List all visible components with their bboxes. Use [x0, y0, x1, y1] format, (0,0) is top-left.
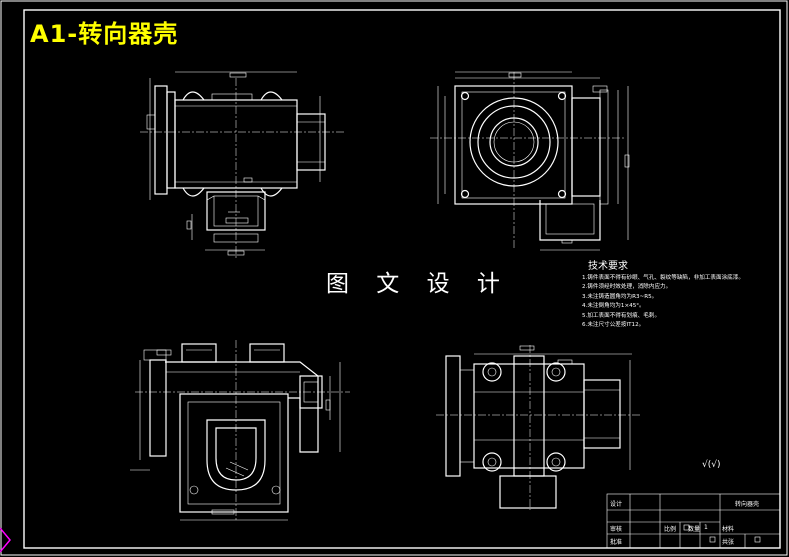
roughness-symbol: √(√) — [702, 460, 721, 470]
qty-value: 1 — [704, 524, 708, 531]
material-label: 材料 — [722, 526, 735, 533]
part-name: 转向器壳 — [735, 501, 760, 508]
title-block-grid — [606, 493, 781, 549]
top-view — [130, 340, 350, 521]
tech-requirement-item: 3.未注铸造圆角均为R3~R5。 — [582, 293, 658, 300]
tech-requirement-item: 6.未注尺寸公差按IT12。 — [582, 322, 645, 328]
inner-frame — [23, 9, 781, 549]
checked-label: 审核 — [610, 526, 623, 533]
tech-requirement-item: 4.未注倒角均为1×45°。 — [582, 303, 645, 309]
scale-label: 比例 — [664, 526, 677, 533]
tech-requirement-item: 5.加工表面不得有划痕、毛刺。 — [582, 312, 661, 319]
approved-label: 批准 — [610, 539, 623, 546]
qty-label: 数量 — [688, 526, 701, 533]
watermark-text: 图 文 设 计 — [326, 271, 510, 297]
rear-view — [436, 345, 640, 510]
sheet-label: 共张 — [722, 539, 735, 546]
drawn-label: 设计 — [610, 501, 623, 508]
front-view — [140, 71, 345, 260]
tech-requirement-item: 2.铸件须经时效处理，消除内应力。 — [582, 284, 672, 290]
tech-requirements: 技术要求 1.铸件表面不得有砂眼、气孔、裂纹等缺陷，非加工表面涂底漆。 2.铸件… — [582, 262, 772, 331]
drawing-title: A1-转向器壳 — [30, 20, 179, 48]
border-corner-mark — [0, 527, 11, 553]
tech-requirement-item: 1.铸件表面不得有砂眼、气孔、裂纹等缺陷，非加工表面涂底漆。 — [582, 274, 744, 281]
side-view — [430, 71, 630, 251]
tech-requirements-heading: 技术要求 — [588, 261, 628, 272]
